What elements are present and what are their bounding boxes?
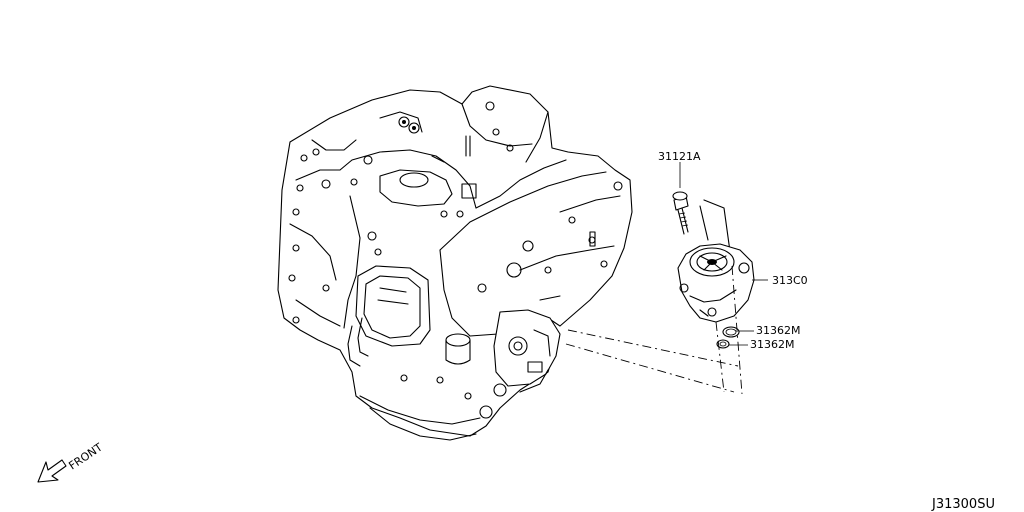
transmission-assembly <box>277 85 633 441</box>
alignment-lines <box>565 265 743 395</box>
part-label-o-ring-upper: 31362M <box>756 324 800 337</box>
front-indicator: FRONT <box>37 441 105 483</box>
part-label-bolt: 31121A <box>658 150 701 163</box>
leader-lines <box>679 162 768 346</box>
part-label-o-ring-lower: 31362M <box>750 338 794 351</box>
front-arrow-icon <box>37 459 67 483</box>
part-label-pump: 313C0 <box>772 274 808 287</box>
o-ring-lower <box>716 339 730 349</box>
diagram-code: J31300SU <box>931 497 995 512</box>
front-label: FRONT <box>66 441 105 473</box>
bolt <box>672 191 689 235</box>
oil-pump-assembly <box>677 199 755 323</box>
